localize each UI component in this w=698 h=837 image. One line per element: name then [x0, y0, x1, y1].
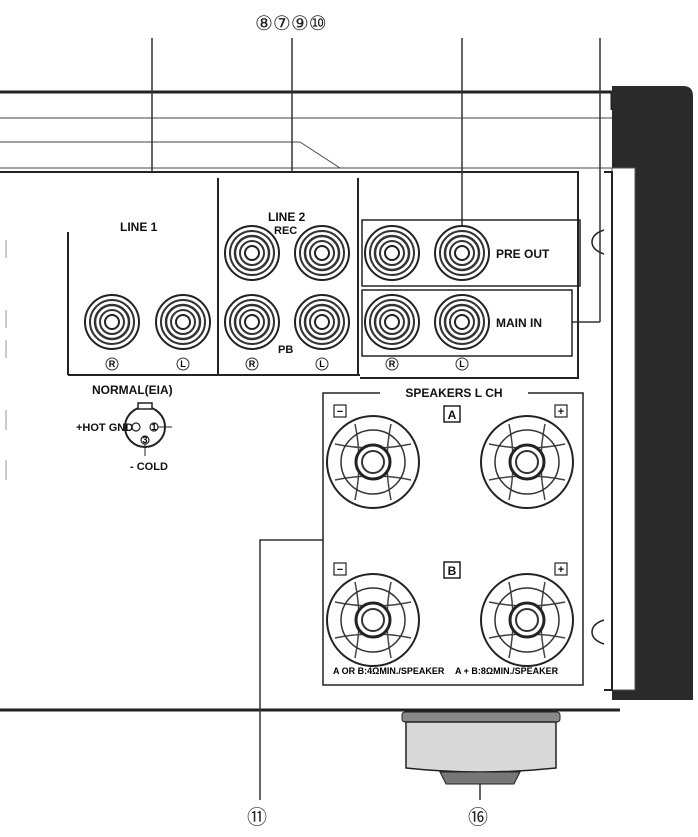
speaker-b-plus-terminal[interactable] — [479, 572, 575, 668]
speaker-a-label: A — [448, 408, 457, 422]
impedance-a-or-b: A OR B:4ΩMIN./SPEAKER — [333, 666, 445, 676]
a-plus-marker — [554, 404, 568, 418]
line2-rec-jack-r[interactable] — [223, 224, 281, 282]
line2-r-label: R — [249, 359, 256, 369]
main-in-box — [361, 289, 573, 357]
b-minus-label: − — [337, 564, 343, 576]
line2-pb-jack-l[interactable] — [293, 293, 351, 351]
main-in-jack-r[interactable] — [363, 293, 421, 351]
a-minus-marker — [333, 404, 347, 418]
b-minus-marker — [333, 562, 347, 576]
pin3-label: 3 — [142, 435, 147, 445]
line2-pb-jack-r[interactable] — [223, 293, 281, 351]
callout-foot: ⑯ — [468, 805, 488, 829]
pre-out-jack-l[interactable] — [433, 224, 491, 282]
pre-out-box — [361, 219, 581, 287]
line1-l-marker — [176, 357, 190, 371]
line2-l-label: L — [319, 359, 325, 369]
line1-r-marker — [105, 357, 119, 371]
speaker-a-marker — [443, 405, 461, 423]
section-dividers — [67, 178, 360, 376]
line2-label: LINE 2 — [268, 210, 306, 224]
b-plus-marker — [554, 562, 568, 576]
xlr-connector-icon — [124, 402, 172, 456]
impedance-a-plus-b: A + B:8ΩMIN./SPEAKER — [455, 666, 559, 676]
b-plus-label: + — [558, 564, 564, 576]
pb-label: PB — [278, 344, 293, 356]
speaker-b-minus-terminal[interactable] — [325, 572, 421, 668]
line1-jack-l[interactable] — [154, 293, 212, 351]
foot-icon — [401, 711, 561, 785]
line1-jack-r[interactable] — [83, 293, 141, 351]
line2-rec-jack-l[interactable] — [293, 224, 351, 282]
speakers-title-bg — [380, 386, 528, 400]
pre-out-jack-r[interactable] — [363, 224, 421, 282]
a-minus-label: − — [337, 406, 343, 418]
main-r-marker — [385, 357, 399, 371]
speakers-lch-label: SPEAKERS L CH — [405, 386, 502, 400]
main-r-label: R — [389, 359, 396, 369]
line1-label: LINE 1 — [120, 220, 158, 234]
speaker-a-minus-terminal[interactable] — [325, 414, 421, 510]
rec-label: REC — [274, 225, 297, 237]
pin1-label: 1 — [151, 422, 156, 432]
callout-top: ⑧⑦⑨⑩ — [255, 11, 327, 35]
speaker-a-plus-terminal[interactable] — [479, 414, 575, 510]
normal-eia-label: NORMAL(EIA) — [92, 383, 173, 397]
line1-r-label: R — [109, 359, 116, 369]
main-l-marker — [455, 357, 469, 371]
pre-out-label: PRE OUT — [496, 247, 550, 261]
speaker-b-label: B — [448, 564, 457, 578]
main-in-jack-l[interactable] — [433, 293, 491, 351]
a-plus-label: + — [558, 406, 564, 418]
hot-gnd-label: +HOT GND — [76, 422, 133, 434]
main-l-label: L — [459, 359, 465, 369]
cold-label: - COLD — [130, 461, 168, 473]
chassis-outline — [0, 86, 693, 712]
line2-l-marker — [315, 357, 329, 371]
speaker-b-marker — [443, 561, 461, 579]
callout-speakers: ⑪ — [247, 805, 267, 829]
callout-leaders — [151, 38, 601, 800]
line2-r-marker — [245, 357, 259, 371]
main-in-label: MAIN IN — [496, 316, 542, 330]
line1-l-label: L — [180, 359, 186, 369]
